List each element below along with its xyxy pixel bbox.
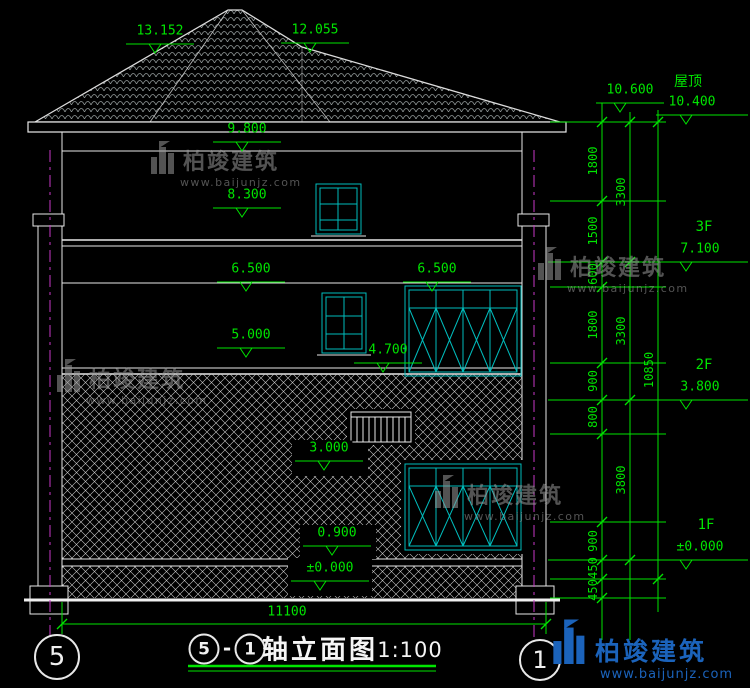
- dim-1800-b: 1800: [586, 310, 600, 340]
- dim-1800-a: 1800: [586, 146, 600, 176]
- dim-3300-b: 3300: [614, 316, 628, 346]
- elev-mark-3000: 3.000: [305, 440, 353, 456]
- elev-mark-4700: 4.700: [368, 342, 408, 358]
- elev-mark-12055: 12.055: [291, 22, 339, 38]
- watermark-brand: 柏竣建筑: [183, 150, 280, 175]
- axis-bubble-5: 5: [34, 634, 80, 680]
- watermark-url: www.baijunjz.com: [567, 282, 689, 295]
- dim-total-height: 10850: [642, 351, 656, 389]
- floor-label-2f: 2F: [695, 357, 713, 373]
- floor-label-3f: 3F: [695, 219, 713, 235]
- window-3f: [315, 183, 362, 235]
- dim-450-b: 450: [586, 579, 600, 601]
- dim-3800: 3800: [614, 465, 628, 495]
- watermark-brand: 柏竣建筑: [89, 368, 186, 393]
- brand-logo: 柏竣建筑 www.baijunjz.com: [552, 619, 734, 682]
- title-axis-left-number: 5: [198, 639, 210, 659]
- dim-bottom-width: 11100: [267, 604, 307, 620]
- floor-label-1f: 1F: [697, 517, 715, 533]
- title-axis-separator: -: [222, 636, 232, 660]
- window-2f-right: [404, 285, 522, 377]
- dim-1500: 1500: [586, 216, 600, 246]
- watermark-building-icon: [537, 247, 563, 280]
- drawing-title: 轴立面图: [261, 635, 379, 666]
- logo-url: www.baijunjz.com: [600, 667, 734, 682]
- watermark-building-icon: [56, 359, 82, 392]
- dim-900-a: 900: [586, 370, 600, 392]
- floor-elev-2f: 3.800: [680, 379, 720, 395]
- watermark: 柏竣建筑 www.baijunjz.com: [56, 359, 208, 407]
- elev-mark-6500-left: 6.500: [231, 261, 271, 277]
- floor-elev-3f: 7.100: [680, 241, 720, 257]
- elev-mark-0900: 0.900: [313, 525, 361, 541]
- elev-mark-0000: ±0.000: [302, 560, 358, 576]
- dim-900-b: 900: [586, 530, 600, 552]
- watermark-brand: 柏竣建筑: [467, 484, 564, 509]
- watermark-url: www.baijunjz.com: [464, 510, 586, 523]
- eave-fascia: [27, 121, 567, 133]
- window-1f: [404, 463, 522, 551]
- watermark: 柏竣建筑 www.baijunjz.com: [150, 141, 302, 189]
- dim-800: 800: [586, 406, 600, 428]
- axis-bubble-5-number: 5: [48, 642, 66, 672]
- watermark-url: www.baijunjz.com: [86, 394, 208, 407]
- title-axis-bubble-left: 5: [188, 633, 220, 665]
- elev-mark-6500-right: 6.500: [417, 261, 457, 277]
- dimension-graphics: [56, 42, 748, 672]
- watermark-url: www.baijunjz.com: [180, 176, 302, 189]
- title-axis-right-number: 1: [244, 639, 256, 659]
- axis-bubble-1-number: 1: [532, 646, 548, 674]
- elev-mark-10600: 10.600: [606, 82, 654, 98]
- logo-brand: 柏竣建筑: [595, 637, 708, 666]
- watermark: 柏竣建筑 www.baijunjz.com: [537, 247, 689, 295]
- roof-label: 屋顶: [674, 74, 702, 90]
- dim-450-a: 450: [586, 557, 600, 579]
- elev-mark-8300: 8.300: [227, 187, 267, 203]
- balcony-railing: [350, 411, 412, 443]
- floor-elev-1f: ±0.000: [676, 539, 724, 555]
- drawing-scale: 1:100: [377, 638, 443, 662]
- dim-3300-a: 3300: [614, 177, 628, 207]
- title-axis-bubble-right: 1: [234, 633, 266, 665]
- elev-mark-5000: 5.000: [231, 327, 271, 343]
- elev-mark-13152: 13.152: [136, 23, 184, 39]
- window-2f-left: [321, 292, 367, 354]
- elev-mark-9800: 9.800: [227, 121, 267, 137]
- watermark-building-icon: [150, 141, 176, 174]
- watermark: 柏竣建筑 www.baijunjz.com: [434, 475, 586, 523]
- watermark-building-icon: [434, 475, 460, 508]
- elev-mark-10400: 10.400: [668, 94, 716, 110]
- logo-building-icon: [552, 619, 587, 664]
- axis-centerlines: [49, 150, 535, 640]
- watermark-brand: 柏竣建筑: [570, 256, 667, 281]
